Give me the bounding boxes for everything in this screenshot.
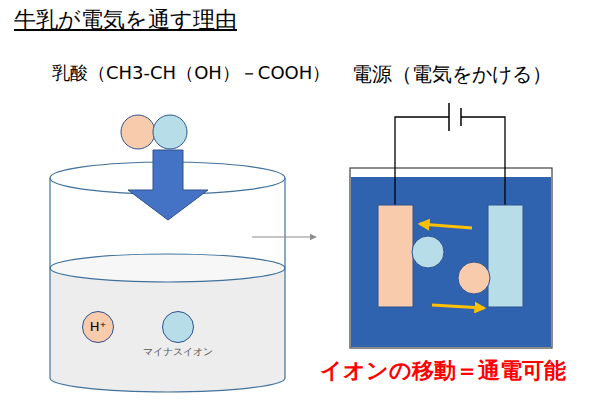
cation-circle — [458, 262, 490, 294]
motion-arrow — [432, 305, 484, 308]
circle-shape — [83, 312, 114, 343]
ion-caption: マイナスイオン — [143, 346, 213, 358]
transition-arrow — [252, 236, 316, 237]
conclusion-note: イオンの移動＝通電可能 — [320, 358, 566, 384]
circle-shape — [163, 312, 194, 343]
battery-symbol — [448, 103, 450, 131]
motion-arrow — [420, 224, 472, 228]
anion-circle — [153, 115, 187, 149]
title: 牛乳が電気を通す理由 — [14, 7, 237, 33]
power-label: 電源（電気をかける） — [352, 62, 552, 86]
battery-symbol — [460, 108, 462, 126]
anion-circle — [412, 236, 444, 268]
ion-symbol: H⁺ — [90, 319, 107, 335]
ion-circle: H⁺ — [82, 311, 114, 343]
ion-circle: マイナスイオン — [162, 311, 194, 343]
pour-arrow — [128, 150, 208, 220]
wire — [461, 117, 505, 205]
container — [350, 168, 552, 348]
electrode — [488, 205, 523, 307]
circle-outline — [162, 311, 194, 343]
wire — [395, 117, 449, 205]
cation-circle — [121, 115, 155, 149]
substance-label: 乳酸（CH3-CH（OH）－COOH） — [52, 62, 330, 84]
electrode — [378, 205, 413, 307]
